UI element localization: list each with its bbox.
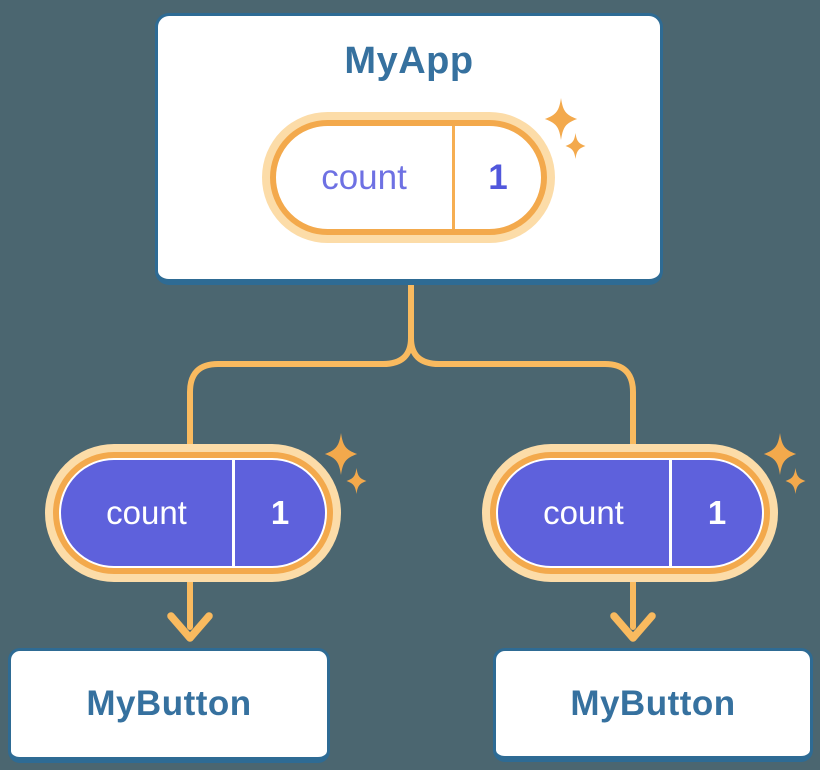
left-prop-pill-fill: count 1 [61,460,325,566]
state-label: count [321,157,407,197]
sparkle-icon [785,468,806,494]
left-child-component-card: MyButton [8,648,330,763]
arrowhead-right-icon [610,612,656,642]
left-prop-pill: count 1 [45,444,341,582]
right-prop-pill-fill: count 1 [498,460,762,566]
prop-value: 1 [669,460,762,566]
root-state-pill-ring: count 1 [270,120,547,235]
root-component-title: MyApp [344,40,474,82]
sparkle-icon [763,433,797,475]
sparkle-icon [565,133,586,159]
arrowhead-left-icon [167,612,213,642]
right-prop-pill: count 1 [482,444,778,582]
sparkle-icon [346,468,367,494]
right-prop-pill-ring: count 1 [490,452,770,574]
state-value: 1 [452,126,541,229]
left-prop-pill-ring: count 1 [53,452,333,574]
prop-label: count [106,494,187,531]
right-child-component-title: MyButton [570,683,736,723]
right-child-component-card: MyButton [493,648,813,762]
prop-value: 1 [232,460,325,566]
sparkle-icon [544,98,578,140]
sparkle-icon [324,433,358,475]
root-state-pill: count 1 [262,112,555,243]
prop-label: count [543,494,624,531]
left-child-component-title: MyButton [86,684,252,723]
